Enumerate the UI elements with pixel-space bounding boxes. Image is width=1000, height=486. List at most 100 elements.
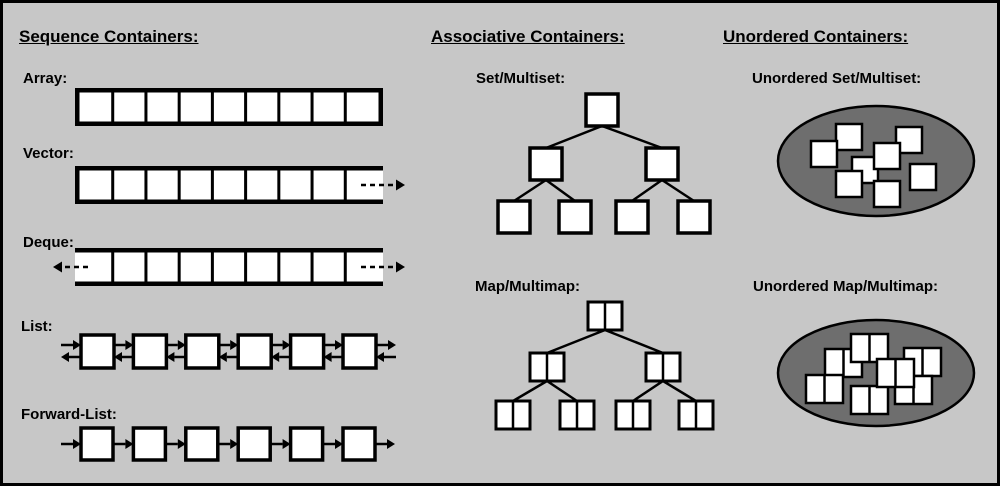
array-cell-divider [244, 88, 248, 126]
vector-cell-divider [277, 166, 281, 204]
unordered-set-element [809, 139, 839, 169]
vector-top-bar [75, 166, 383, 171]
set-tree-node [557, 199, 593, 235]
array-left-border [75, 88, 80, 126]
set-tree-node [644, 146, 680, 182]
map-tree-edge [662, 379, 697, 403]
forward-list-node [184, 426, 220, 462]
list-prev-arrow-head [218, 352, 227, 362]
map-tree-edge [512, 379, 548, 403]
list-label: List: [21, 318, 53, 335]
forward-list-next-arrow-head [387, 439, 395, 449]
vector-cell-divider [343, 166, 347, 204]
unordered-set-svg [776, 104, 976, 218]
map-tree-diagram [483, 296, 728, 436]
forward-list-node [236, 426, 272, 462]
vector-cell-divider [210, 166, 214, 204]
array-bottom-bar [75, 121, 383, 126]
list-node [131, 333, 169, 370]
deque-diagram [48, 246, 413, 290]
set-tree-edge [601, 124, 663, 150]
unordered-containers-header: Unordered Containers: [723, 27, 909, 46]
unordered-set-element [894, 125, 924, 155]
forward-list-node [288, 426, 325, 462]
deque-cell-divider [310, 248, 314, 286]
list-prev-arrow-head [271, 352, 280, 362]
forward-list-svg [61, 426, 395, 462]
deque-growth-arrow-left-head [53, 261, 62, 273]
array-interior [75, 88, 383, 126]
list-next-arrow-head [73, 340, 81, 350]
vector-label: Vector: [23, 145, 74, 162]
deque-label: Deque: [23, 234, 74, 251]
unordered-set-multiset-label: Unordered Set/Multiset: [752, 70, 922, 87]
array-cell-divider [144, 88, 148, 126]
unordered-map-bucket-diagram [773, 315, 983, 437]
vector-bottom-bar [75, 199, 383, 204]
forward-list-node [341, 426, 377, 462]
list-next-arrow-head [388, 340, 396, 350]
vector-cell-divider [244, 166, 248, 204]
vector-cell-divider [111, 166, 115, 204]
set-tree-edge [631, 178, 663, 203]
set-tree-node [676, 199, 712, 235]
set-multiset-label: Set/Multiset: [476, 70, 566, 87]
deque-cell-divider [111, 248, 115, 286]
deque-growth-arrow-right-head [396, 261, 405, 273]
list-node [341, 333, 378, 370]
array-cell-divider [210, 88, 214, 126]
vector-cell-divider [177, 166, 181, 204]
deque-top-bar [75, 248, 383, 253]
vector-cell-divider [144, 166, 148, 204]
set-tree-node [528, 146, 564, 182]
unordered-map-svg [776, 318, 976, 428]
forward-list-label: Forward-List: [21, 406, 117, 423]
list-node [288, 333, 326, 370]
array-diagram [48, 86, 413, 130]
list-diagram [53, 328, 403, 376]
unordered-set-element [834, 122, 864, 152]
array-label: Array: [23, 70, 68, 87]
map-multimap-label: Map/Multimap: [475, 278, 580, 295]
list-prev-arrow-head [114, 352, 122, 362]
vector-diagram [48, 164, 413, 208]
array-right-border [378, 88, 383, 126]
unordered-map-multimap-label: Unordered Map/Multimap: [753, 278, 939, 295]
list-next-arrow-head [282, 340, 291, 350]
deque-bottom-bar [75, 281, 383, 286]
forward-list-next-arrow-head [282, 439, 291, 449]
unordered-set-element [872, 141, 902, 171]
forward-list-diagram [53, 421, 403, 469]
deque-svg [53, 248, 405, 286]
set-tree-edge [545, 124, 603, 150]
list-next-arrow-head [177, 340, 186, 350]
sequence-containers-header: Sequence Containers: [19, 27, 199, 46]
set-tree-svg [496, 92, 712, 235]
map-tree-edge [632, 379, 664, 403]
map-tree-edge [546, 379, 578, 403]
vector-interior [75, 166, 383, 204]
map-tree-edge [604, 328, 664, 355]
forward-list-next-arrow-head [73, 439, 81, 449]
set-tree-edge [661, 178, 695, 203]
list-node [236, 333, 273, 370]
deque-cell-divider [177, 248, 181, 286]
list-node [79, 333, 116, 370]
unordered-set-element [834, 169, 864, 199]
unordered-set-element [908, 162, 938, 192]
list-prev-arrow-head [323, 352, 332, 362]
array-cell-divider [277, 88, 281, 126]
forward-list-next-arrow-head [230, 439, 239, 449]
deque-cell-divider [277, 248, 281, 286]
list-next-arrow-head [335, 340, 343, 350]
array-cell-divider [177, 88, 181, 126]
list-prev-arrow-head [166, 352, 175, 362]
list-prev-arrow-head [61, 352, 69, 362]
array-cell-divider [111, 88, 115, 126]
set-tree-diagram [483, 88, 728, 238]
list-prev-arrow-head [376, 352, 384, 362]
forward-list-next-arrow-head [335, 439, 343, 449]
forward-list-node [131, 426, 168, 462]
vector-svg [75, 166, 405, 204]
